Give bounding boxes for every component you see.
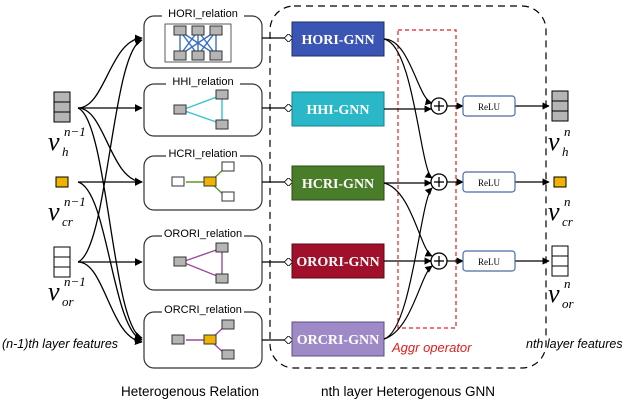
svg-text:ORORI-GNN: ORORI-GNN: [296, 255, 379, 270]
svg-text:v: v: [48, 277, 60, 306]
input-node-cr: [55, 176, 69, 188]
output-layer-label: nth layer features: [526, 337, 623, 351]
relation-box-hcri: HCRI_relation: [143, 148, 263, 211]
svg-text:ORORI_relation: ORORI_relation: [164, 228, 242, 240]
input-label-or: v or n−1: [48, 274, 86, 309]
svg-text:v: v: [548, 127, 560, 156]
relu-box-3: ReLU: [462, 250, 516, 272]
gnn-block-orori: ORORI-GNN: [291, 243, 385, 279]
svg-text:HORI-GNN: HORI-GNN: [301, 33, 374, 48]
plus-operator-1: [430, 97, 448, 115]
svg-text:n−1: n−1: [64, 124, 86, 139]
output-label-h: v h n: [548, 124, 571, 159]
svg-text:cr: cr: [62, 214, 74, 229]
gnn-block-hhi: HHI-GNN: [291, 91, 385, 127]
svg-text:n−1: n−1: [64, 194, 86, 209]
caption-hetero-relation: Heterogenous Relation: [121, 384, 259, 399]
output-node-h: [551, 90, 569, 122]
svg-text:h: h: [62, 144, 69, 159]
aggr-to-relu-lines: [447, 102, 550, 265]
output-node-or: [551, 245, 569, 277]
gnn-block-hcri: HCRI-GNN: [291, 165, 385, 201]
relation-box-hhi: HHI_relation: [143, 76, 263, 137]
svg-text:h: h: [562, 144, 569, 159]
gnn-block-orcri: ORCRI-GNN: [291, 321, 385, 357]
svg-text:v: v: [548, 197, 560, 226]
aggr-box: [397, 29, 457, 329]
svg-text:ReLU: ReLU: [478, 257, 500, 267]
svg-text:HCRI_relation: HCRI_relation: [168, 148, 237, 160]
svg-text:HHI-GNN: HHI-GNN: [307, 103, 370, 118]
gnn-to-aggr-lines: [383, 38, 433, 340]
svg-text:or: or: [562, 296, 575, 311]
plus-operator-2: [430, 173, 448, 191]
svg-text:cr: cr: [562, 214, 574, 229]
output-label-or: v or n: [548, 276, 575, 311]
input-node-h: [53, 91, 71, 123]
input-layer-label: (n-1)th layer features: [2, 337, 118, 351]
svg-text:n: n: [564, 276, 571, 291]
svg-text:n: n: [564, 124, 571, 139]
svg-text:HORI_relation: HORI_relation: [168, 8, 238, 20]
output-node-cr: [553, 176, 567, 188]
svg-text:v: v: [548, 279, 560, 308]
svg-text:ORCRI-GNN: ORCRI-GNN: [297, 333, 379, 348]
svg-text:ReLU: ReLU: [478, 102, 500, 112]
svg-text:n: n: [564, 194, 571, 209]
svg-text:n−1: n−1: [64, 274, 86, 289]
relation-box-orcri: ORCRI_relation: [143, 304, 263, 369]
svg-text:HCRI-GNN: HCRI-GNN: [302, 177, 374, 192]
input-label-h: v h n−1: [48, 124, 86, 159]
relu-box-2: ReLU: [462, 171, 516, 193]
plus-operator-3: [430, 252, 448, 270]
relu-box-1: ReLU: [462, 95, 516, 117]
gnn-container: [269, 5, 547, 369]
output-label-cr: v cr n: [548, 194, 574, 229]
relation-box-hori: HORI_relation: [143, 8, 263, 69]
relation-box-orori: ORORI_relation: [143, 228, 263, 291]
svg-text:ORCRI_relation: ORCRI_relation: [164, 304, 242, 316]
svg-text:or: or: [62, 294, 75, 309]
svg-text:HHI_relation: HHI_relation: [172, 76, 233, 88]
aggr-label: Aggr operator: [391, 340, 472, 355]
svg-text:ReLU: ReLU: [478, 178, 500, 188]
input-flow-lines: [77, 34, 143, 345]
relation-to-gnn-connectors: [262, 38, 292, 340]
input-label-cr: v cr n−1: [48, 194, 86, 229]
svg-text:v: v: [48, 197, 60, 226]
caption-hetero-gnn: nth layer Heterogenous GNN: [321, 384, 495, 399]
svg-text:v: v: [48, 127, 60, 156]
gnn-block-hori: HORI-GNN: [291, 21, 385, 57]
input-node-or: [53, 246, 71, 278]
